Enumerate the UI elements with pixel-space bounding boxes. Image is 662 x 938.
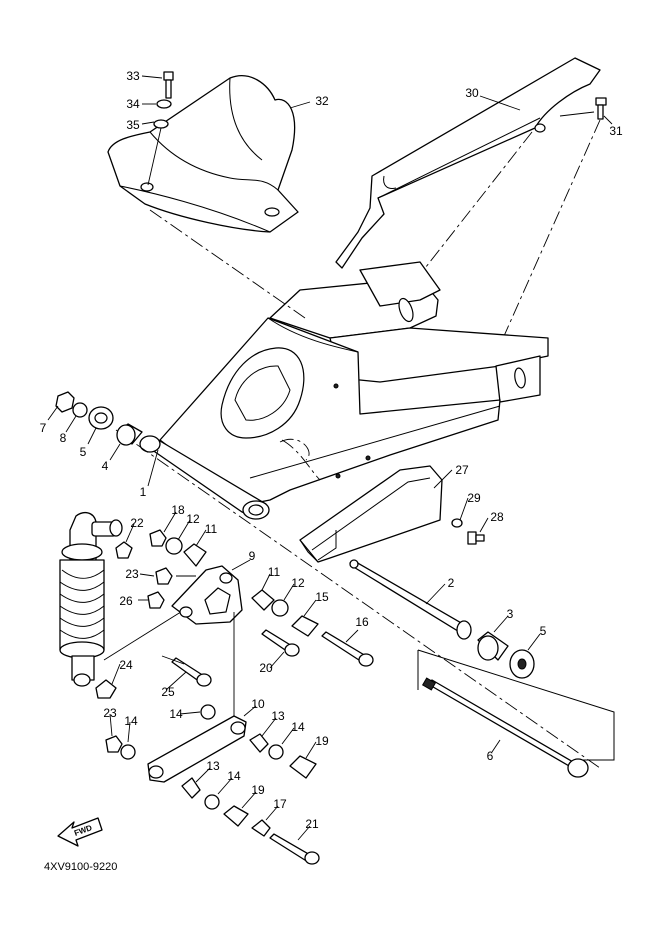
part-label: 23 bbox=[125, 567, 139, 581]
part-label: 25 bbox=[161, 685, 175, 699]
part-label: 35 bbox=[126, 118, 140, 132]
relay-nut bbox=[149, 529, 167, 547]
pivot-washer bbox=[72, 402, 88, 418]
part-label: 14 bbox=[291, 720, 305, 734]
part-label: 22 bbox=[130, 516, 144, 530]
part-label: 12 bbox=[291, 576, 305, 590]
part-label: 19 bbox=[315, 734, 329, 748]
part-label: 5 bbox=[539, 624, 547, 638]
chain-guide-bolt bbox=[467, 531, 485, 545]
part-label: 11 bbox=[267, 565, 281, 579]
rod-nut bbox=[105, 735, 123, 753]
rear-fender bbox=[107, 75, 299, 233]
fender-washer bbox=[156, 99, 172, 109]
pivot-seal bbox=[88, 406, 114, 430]
connecting-rod bbox=[147, 715, 247, 783]
part-label: 13 bbox=[271, 709, 285, 723]
relay-arm bbox=[171, 565, 243, 625]
part-label: 31 bbox=[609, 124, 623, 138]
part-label: 8 bbox=[59, 431, 67, 445]
shock-lower-bolt bbox=[171, 657, 212, 687]
part-label: 9 bbox=[248, 549, 256, 563]
pivot-bearing bbox=[116, 423, 143, 446]
part-label: 11 bbox=[204, 522, 218, 536]
part-label: 33 bbox=[126, 69, 140, 83]
fwd-indicator: FWD bbox=[60, 818, 102, 848]
part-label: 16 bbox=[355, 615, 369, 629]
part-label: 27 bbox=[455, 463, 469, 477]
rod-seal-a bbox=[268, 744, 284, 760]
part-label: 23 bbox=[103, 706, 117, 720]
part-label: 34 bbox=[126, 97, 140, 111]
thrust-washer bbox=[509, 649, 535, 679]
part-label: 18 bbox=[171, 503, 185, 517]
part-label: 1 bbox=[139, 485, 147, 499]
part-label: 7 bbox=[39, 421, 47, 435]
relay-collar bbox=[291, 615, 319, 637]
part-label: 29 bbox=[467, 491, 481, 505]
fender-bolt bbox=[163, 71, 174, 99]
fender-collar bbox=[153, 119, 169, 129]
leader-lines bbox=[47, 75, 613, 841]
diagram-code: 4XV9100-9220 bbox=[44, 861, 118, 873]
chain-guard-bolt bbox=[595, 97, 607, 120]
rod-seal-left bbox=[120, 744, 136, 760]
part-label: 2 bbox=[447, 576, 455, 590]
part-label: 26 bbox=[119, 594, 133, 608]
pivot-nut bbox=[55, 391, 75, 413]
part-label: 6 bbox=[486, 749, 494, 763]
relay-bolt bbox=[321, 631, 374, 667]
shock-nut bbox=[155, 567, 173, 585]
part-label: 32 bbox=[315, 94, 329, 108]
rear-shock bbox=[59, 511, 123, 687]
relay-bearing bbox=[183, 543, 207, 567]
rod-bearing-a bbox=[249, 733, 269, 753]
chain-guide bbox=[299, 465, 443, 563]
part-label: 14 bbox=[124, 714, 138, 728]
part-label: 15 bbox=[315, 590, 329, 604]
chain-guide-collar bbox=[451, 518, 463, 528]
chain-guard bbox=[335, 57, 601, 269]
pivot-shaft bbox=[349, 559, 472, 640]
part-label: 14 bbox=[227, 769, 241, 783]
rod-collar-b bbox=[223, 805, 249, 827]
shock-collar bbox=[115, 541, 133, 559]
relay-seal bbox=[165, 537, 183, 555]
pivot-bolt bbox=[421, 677, 589, 778]
swingarm bbox=[139, 261, 549, 520]
part-label: 5 bbox=[79, 445, 87, 459]
part-label: 4 bbox=[101, 459, 109, 473]
relay-seal-2 bbox=[271, 599, 289, 617]
relay-bearing-2 bbox=[251, 589, 275, 611]
part-label: 20 bbox=[259, 661, 273, 675]
part-label: 13 bbox=[206, 759, 220, 773]
part-label: 30 bbox=[465, 86, 479, 100]
relay-nut-lower bbox=[147, 591, 165, 609]
fwd-arrow-icon bbox=[57, 817, 103, 847]
part-label: 17 bbox=[273, 797, 287, 811]
spacer-collar bbox=[477, 631, 509, 661]
part-label: 3 bbox=[506, 607, 514, 621]
part-label: 19 bbox=[251, 783, 265, 797]
part-label: 14 bbox=[169, 707, 183, 721]
link-bolt bbox=[261, 629, 300, 657]
rod-seal-b bbox=[204, 794, 220, 810]
part-label: 12 bbox=[186, 512, 200, 526]
fwd-label: FWD bbox=[73, 823, 94, 838]
rod-bolt bbox=[269, 833, 320, 865]
rod-bearing-b bbox=[181, 777, 201, 799]
part-label: 24 bbox=[119, 658, 133, 672]
rod-seal-top bbox=[200, 704, 216, 720]
rod-spacer bbox=[251, 819, 271, 837]
shock-lower-collar bbox=[95, 679, 117, 699]
part-label: 28 bbox=[490, 510, 504, 524]
part-label: 21 bbox=[305, 817, 319, 831]
part-label: 10 bbox=[251, 697, 265, 711]
rod-collar-a bbox=[289, 755, 317, 779]
